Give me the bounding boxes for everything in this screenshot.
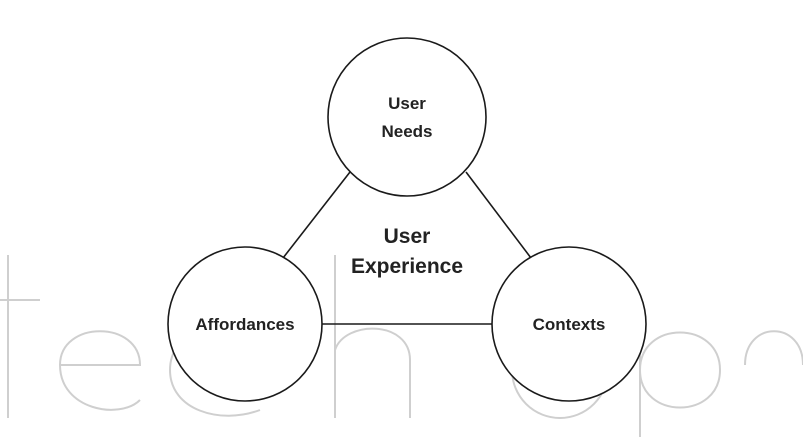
node-contexts-label: Contexts bbox=[533, 315, 606, 334]
edge-needs-contexts bbox=[465, 171, 532, 259]
watermark-logo bbox=[0, 255, 803, 437]
node-affordances-label: Affordances bbox=[195, 315, 294, 334]
node-contexts: Contexts bbox=[491, 246, 647, 402]
node-contexts-circle bbox=[491, 246, 647, 402]
center-label-user-experience: User Experience bbox=[351, 225, 463, 278]
node-user-needs-label-line2: Needs bbox=[381, 122, 432, 141]
node-user-needs: User Needs bbox=[327, 37, 487, 197]
node-user-needs-label-line1: User bbox=[388, 94, 426, 113]
center-label-line2: Experience bbox=[351, 255, 463, 278]
edge-needs-affordances bbox=[282, 171, 351, 259]
node-user-needs-circle bbox=[327, 37, 487, 197]
node-affordances-circle bbox=[167, 246, 323, 402]
node-affordances: Affordances bbox=[167, 246, 323, 402]
center-label-line1: User bbox=[384, 225, 431, 248]
